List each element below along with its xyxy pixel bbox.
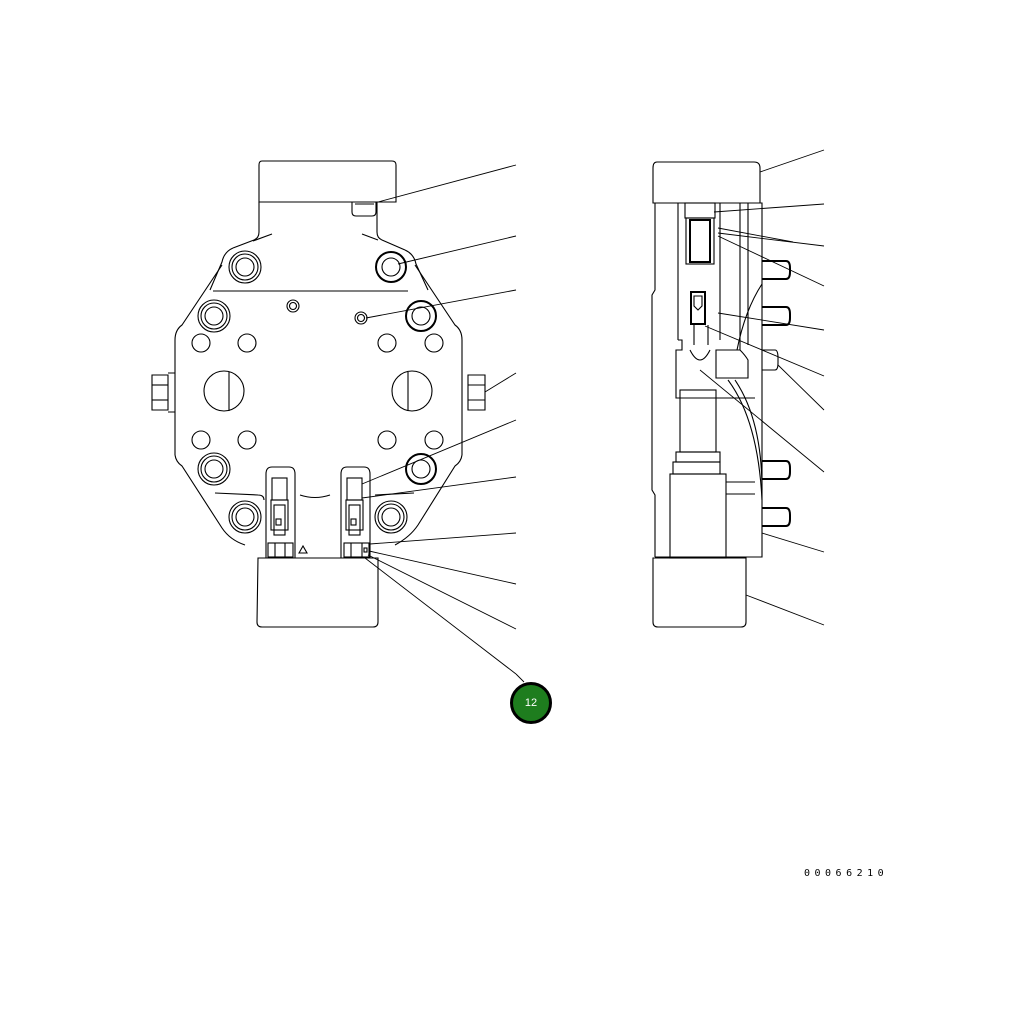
front-view-leaders (361, 164, 517, 675)
bolt-heads (197, 250, 437, 534)
left-side-plug (151, 374, 169, 411)
cartridge-valve-left (265, 466, 308, 558)
side-view (651, 161, 791, 628)
side-top-cap (652, 161, 761, 204)
ports (191, 333, 444, 450)
drawing-number: 00066210 (804, 868, 889, 879)
side-view-leaders (699, 149, 825, 626)
side-bottom-cap (652, 557, 747, 628)
badge-leader (515, 673, 525, 683)
right-side-plug (467, 374, 486, 411)
cartridge-valve-right (340, 466, 371, 558)
top-cap (258, 160, 397, 203)
callout-badge-12[interactable]: 12 (510, 682, 552, 724)
top-plug (351, 202, 377, 217)
callout-badge-label: 12 (524, 697, 538, 709)
bottom-cap (256, 557, 379, 628)
front-view (151, 160, 486, 628)
triangle-mark (298, 544, 308, 554)
